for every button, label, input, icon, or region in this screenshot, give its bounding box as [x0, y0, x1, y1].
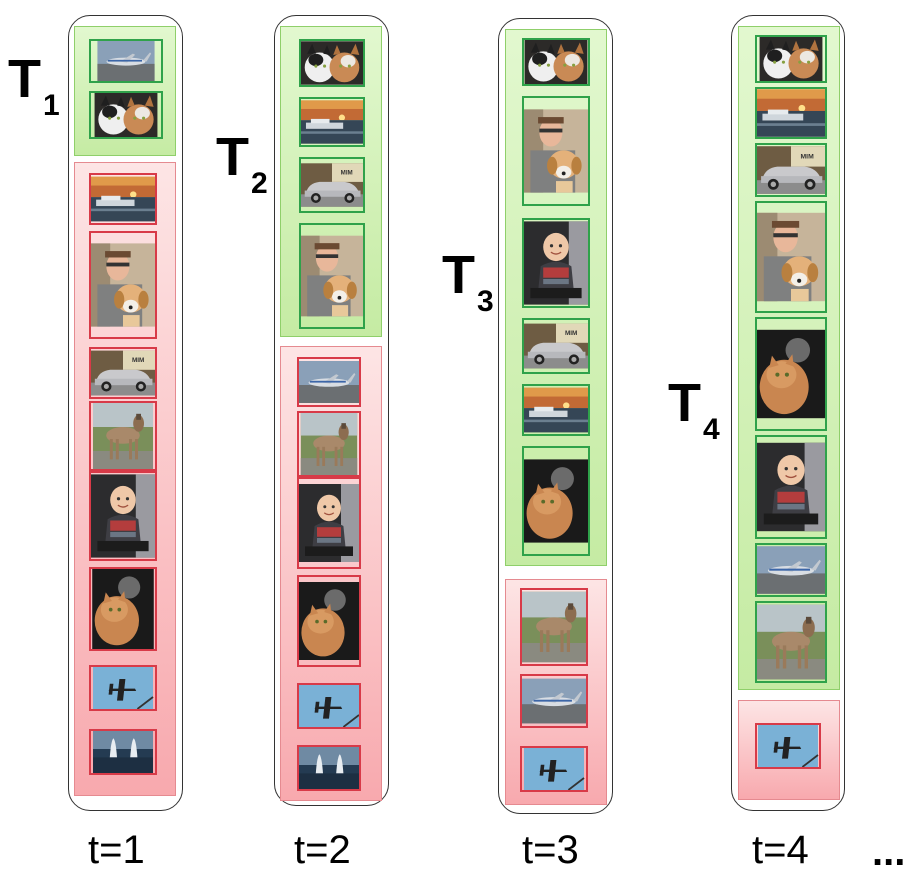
selected-samples-zone	[280, 26, 382, 337]
standing-dog-photo	[297, 411, 361, 477]
time-step-column-3	[498, 18, 613, 814]
airplane-photo	[520, 674, 588, 728]
ellipsis: ...	[872, 830, 906, 874]
baby-photo	[297, 477, 361, 569]
standing-dog-photo	[520, 588, 588, 666]
orange-cat-photo	[522, 446, 590, 556]
time-step-label-4: t=4	[752, 828, 809, 872]
sunset-boats-photo	[755, 87, 827, 139]
unselected-samples-zone	[738, 700, 840, 800]
cats-photo	[522, 38, 590, 86]
sunset-boats-photo	[89, 173, 157, 225]
task-label-4: T4	[668, 373, 720, 446]
man-with-dog-photo	[755, 201, 827, 313]
silver-car-photo	[522, 318, 590, 374]
airplane-sky-photo	[89, 665, 157, 711]
airplane-sky-photo	[755, 723, 821, 769]
silver-car-photo	[755, 143, 827, 197]
sunset-boats-photo	[522, 384, 590, 436]
airplane-sky-photo	[520, 746, 588, 792]
airplane-photo	[755, 543, 827, 597]
man-with-dog-photo	[522, 96, 590, 206]
orange-cat-photo	[755, 317, 827, 431]
boats-sea-photo	[297, 745, 361, 791]
unselected-samples-zone	[505, 579, 607, 805]
unselected-samples-zone	[280, 346, 382, 801]
man-with-dog-photo	[299, 223, 365, 329]
cats-photo	[755, 35, 827, 83]
task-label-3: T3	[442, 245, 494, 318]
orange-cat-photo	[297, 575, 361, 667]
unselected-samples-zone	[74, 162, 176, 796]
task-label-1: T1	[8, 49, 60, 122]
time-step-column-4	[731, 15, 845, 811]
airplane-photo	[297, 357, 361, 407]
time-step-label-3: t=3	[522, 828, 579, 872]
standing-dog-photo	[755, 601, 827, 683]
boats-sea-photo	[89, 729, 157, 775]
selected-samples-zone	[738, 26, 840, 690]
selected-samples-zone	[505, 29, 607, 566]
baby-photo	[755, 435, 827, 539]
cats-photo	[299, 39, 365, 87]
time-step-label-1: t=1	[88, 828, 145, 872]
time-step-label-2: t=2	[294, 828, 351, 872]
standing-dog-photo	[89, 401, 157, 471]
silver-car-photo	[299, 157, 365, 213]
time-step-column-1	[68, 15, 183, 811]
cats-photo	[89, 91, 163, 139]
man-with-dog-photo	[89, 231, 157, 339]
baby-photo	[89, 471, 157, 561]
selected-samples-zone	[74, 26, 176, 156]
silver-car-photo	[89, 347, 157, 399]
orange-cat-photo	[89, 567, 157, 651]
sunset-boats-photo	[299, 97, 365, 147]
airplane-photo	[89, 39, 163, 83]
airplane-sky-photo	[297, 683, 361, 729]
time-step-column-2	[274, 15, 389, 806]
baby-photo	[522, 218, 590, 308]
task-label-2: T2	[216, 127, 268, 200]
